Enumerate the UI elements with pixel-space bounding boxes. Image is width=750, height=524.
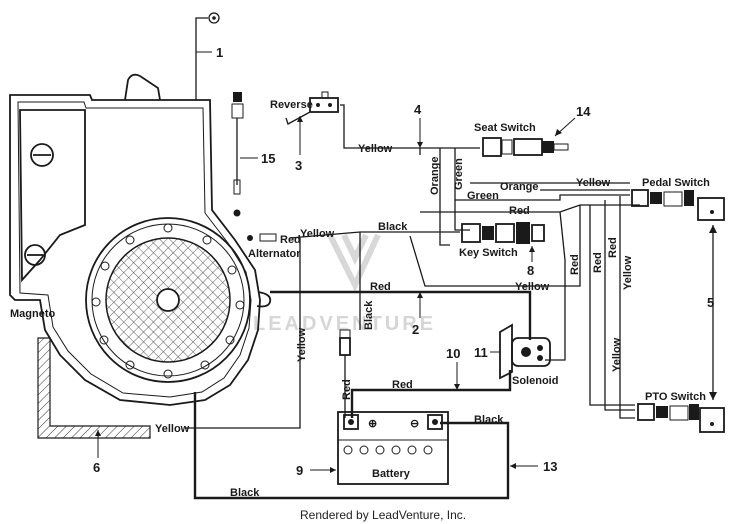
svg-text:Red: Red xyxy=(341,379,353,400)
reverse-switch xyxy=(285,91,339,125)
label-pedal-switch: Pedal Switch xyxy=(642,177,710,189)
svg-text:Black: Black xyxy=(378,221,408,233)
callout-9: 9 xyxy=(296,463,303,478)
svg-text:⊖: ⊖ xyxy=(410,418,419,430)
engine-cover xyxy=(19,109,86,283)
connector-15 xyxy=(231,92,244,217)
wire-orange-vertical xyxy=(439,148,450,246)
wire-1-ground xyxy=(195,17,208,100)
wire-2-red xyxy=(270,290,532,340)
wire-red-solenoid xyxy=(545,211,566,361)
pto-switch xyxy=(637,403,725,433)
svg-text:Green: Green xyxy=(453,158,465,190)
wire-13-black xyxy=(193,392,510,500)
callout-6: 6 xyxy=(93,460,100,475)
callout-5: 5 xyxy=(707,295,714,310)
label-reverse: Reverse xyxy=(270,99,313,111)
svg-text:Red: Red xyxy=(509,205,530,217)
wire-green-vertical xyxy=(454,148,470,231)
callout-10: 10 xyxy=(446,346,460,361)
svg-text:Yellow: Yellow xyxy=(296,327,308,362)
wire-yellow-pto-b xyxy=(619,196,635,419)
callout-8: 8 xyxy=(527,263,534,278)
battery: ⊕ ⊖ xyxy=(337,411,449,485)
svg-text:Red: Red xyxy=(370,281,391,293)
svg-text:Yellow: Yellow xyxy=(576,177,611,189)
label-solenoid: Solenoid xyxy=(512,375,558,387)
callout-3: 3 xyxy=(295,158,302,173)
pedal-switch xyxy=(631,189,725,221)
svg-text:Orange: Orange xyxy=(500,181,539,193)
flywheel-bolts xyxy=(91,223,245,379)
label-battery: Battery xyxy=(372,468,411,480)
svg-text:Orange: Orange xyxy=(429,156,441,195)
wire-magneto-yellow xyxy=(185,238,301,429)
wire-yellow-pto-a xyxy=(604,200,635,411)
engine-housing-inner xyxy=(17,101,252,398)
wire-red-pto xyxy=(589,205,635,406)
watermark: LEADVENTURE xyxy=(253,233,436,335)
seat-switch xyxy=(482,137,569,157)
svg-text:Yellow: Yellow xyxy=(611,337,623,372)
callout-leaders xyxy=(95,51,576,473)
fuel-hose xyxy=(124,73,161,101)
engine xyxy=(9,73,272,439)
svg-text:Green: Green xyxy=(467,190,499,202)
footer-credit: Rendered by LeadVenture, Inc. xyxy=(300,508,466,522)
wire-green-pedal xyxy=(455,194,630,201)
callout-4: 4 xyxy=(414,102,422,117)
label-alternator: Alternator xyxy=(248,248,301,260)
magneto-bar xyxy=(37,337,151,439)
wire-10-red xyxy=(350,370,512,418)
bolt-upper xyxy=(30,143,54,167)
callout-15: 15 xyxy=(261,151,275,166)
label-seat-switch: Seat Switch xyxy=(474,122,536,134)
alternator-plug xyxy=(247,233,277,242)
svg-text:Yellow: Yellow xyxy=(300,228,335,240)
wire-yellow-long xyxy=(409,205,581,287)
svg-text:Black: Black xyxy=(474,414,504,426)
svg-text:Red: Red xyxy=(392,379,413,391)
svg-text:Red: Red xyxy=(592,252,604,273)
svg-text:Yellow: Yellow xyxy=(358,143,393,155)
svg-text:Red: Red xyxy=(280,234,301,246)
solenoid xyxy=(499,323,551,380)
wire-red-key xyxy=(420,204,640,213)
svg-text:Yellow: Yellow xyxy=(155,423,190,435)
battery-cells xyxy=(343,445,433,455)
callout-14: 14 xyxy=(576,104,591,119)
callout-13: 13 xyxy=(543,459,557,474)
callout-11: 11 xyxy=(474,345,488,360)
alternator-bump xyxy=(256,291,272,308)
bolt-lower xyxy=(24,244,46,266)
ring-terminal xyxy=(208,12,220,24)
svg-text:Black: Black xyxy=(230,487,260,499)
key-switch xyxy=(461,222,545,244)
label-pto-switch: PTO Switch xyxy=(645,391,706,403)
svg-text:Yellow: Yellow xyxy=(622,255,634,290)
svg-text:Red: Red xyxy=(607,237,619,258)
svg-text:Black: Black xyxy=(363,300,375,330)
callout-numbers: 1 2 3 4 5 6 8 9 10 11 13 14 15 xyxy=(93,45,714,478)
wire-color-labels: Yellow Yellow Yellow Yellow Yellow Orang… xyxy=(155,143,634,499)
svg-text:⊕: ⊕ xyxy=(368,418,377,430)
svg-text:Red: Red xyxy=(569,254,581,275)
svg-text:Yellow: Yellow xyxy=(515,281,550,293)
engine-housing xyxy=(9,94,261,406)
wire-reverse-yellow xyxy=(340,104,480,149)
flywheel-housing xyxy=(85,217,251,383)
black-plug xyxy=(339,329,351,356)
wires xyxy=(185,12,717,500)
label-key-switch: Key Switch xyxy=(459,247,518,259)
flywheel-hub xyxy=(156,288,180,312)
label-magneto: Magneto xyxy=(10,308,56,320)
callout-2: 2 xyxy=(412,322,419,337)
watermark-text: LEADVENTURE xyxy=(253,313,436,335)
callout-1: 1 xyxy=(216,45,223,60)
